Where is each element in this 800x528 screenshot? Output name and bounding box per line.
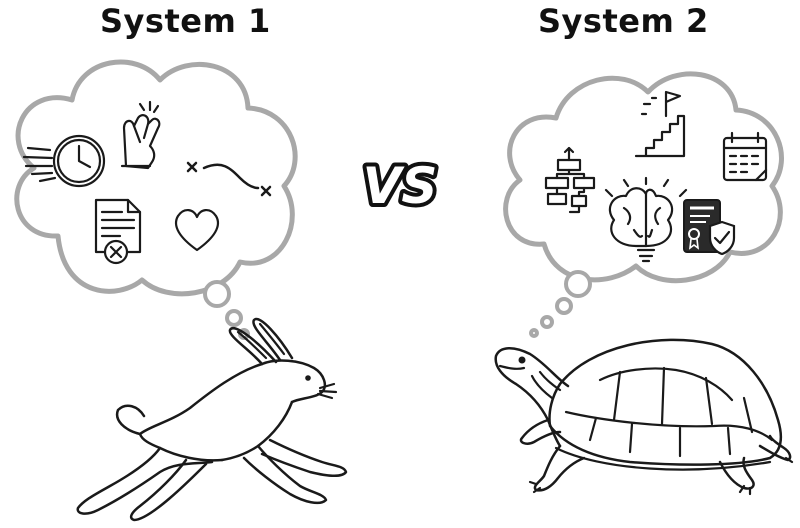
system1-thought-cloud (14, 59, 298, 297)
turtle-illustration (494, 338, 794, 496)
stairs-to-flag-icon (634, 90, 686, 158)
system2-title: System 2 (538, 2, 709, 40)
speeding-clock-icon (22, 134, 106, 188)
flowchart-icon (544, 146, 596, 214)
hand-gesture-icon (120, 100, 161, 170)
vs-label: VS (359, 153, 442, 219)
calendar-icon (722, 131, 768, 182)
certified-document-icon (683, 199, 736, 256)
brain-lightbulb-icon (604, 176, 688, 263)
system1-thought-bubbles (203, 280, 250, 340)
system2-thought-bubbles (529, 270, 592, 338)
curve-between-crosses-icon (186, 161, 272, 197)
heart-icon (174, 209, 220, 252)
vs-text: VS (363, 157, 438, 215)
rabbit-illustration (76, 317, 348, 522)
system1-title: System 1 (100, 2, 271, 40)
rejected-document-icon (94, 198, 142, 265)
